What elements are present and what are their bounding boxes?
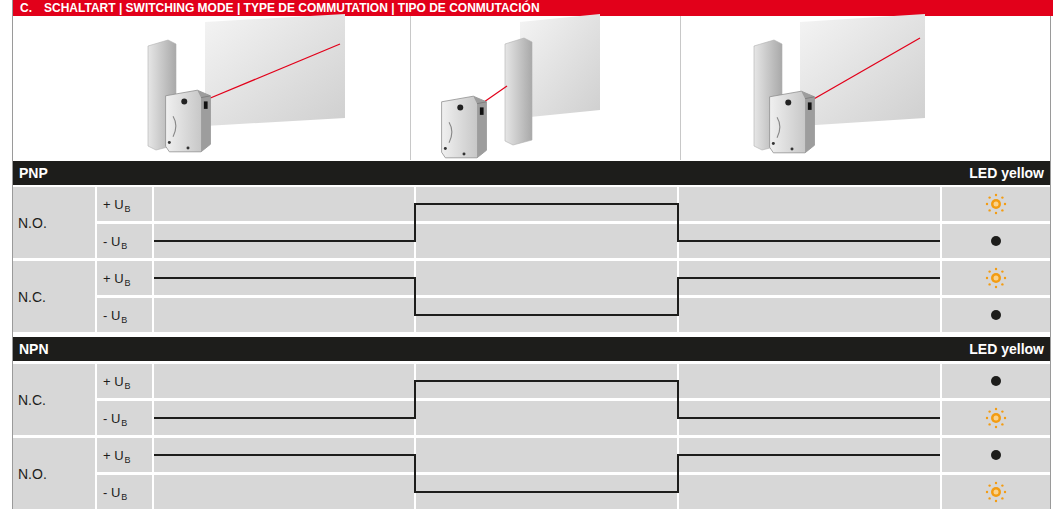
column-heading: LED yellow [969,165,1044,181]
voltage-subscript: B [121,315,127,325]
supply-level: - UB [103,234,127,249]
supply-level: - UB [103,485,127,500]
voltage-subscript: B [121,241,127,251]
output-type: N.O. [18,466,47,482]
scene-background [148,14,345,152]
header-band: NPN LED yellow [13,337,1050,361]
section-title: SCHALTART | SWITCHING MODE | TYPE DE COM… [44,0,540,16]
frame-line [12,0,13,509]
title-bar [12,0,1053,16]
voltage-subscript: B [125,455,131,465]
supply-level: + UB [103,271,131,286]
scene-background [754,14,925,153]
band-heading: NPN [19,341,49,357]
band-heading: PNP [19,165,48,181]
voltage-subscript: B [121,418,127,428]
output-type: N.O. [18,215,47,231]
header-band: PNP LED yellow [13,161,1050,185]
column-divider [680,16,681,160]
output-type: N.C. [18,289,46,305]
supply-level: + UB [103,374,131,389]
supply-level: + UB [103,197,131,212]
voltage-symbol: + U [103,197,124,212]
voltage-symbol: - U [103,308,120,323]
voltage-symbol: - U [103,234,120,249]
voltage-subscript: B [125,381,131,391]
voltage-symbol: - U [103,485,120,500]
supply-level: - UB [103,411,127,426]
voltage-symbol: - U [103,411,120,426]
output-type: N.C. [18,392,46,408]
voltage-symbol: + U [103,271,124,286]
supply-level: + UB [103,448,131,463]
voltage-subscript: B [121,492,127,502]
section-letter: C. [20,0,32,16]
table-cells [13,187,1050,509]
supply-level: - UB [103,308,127,323]
voltage-subscript: B [125,278,131,288]
scene-object [442,14,600,158]
voltage-symbol: + U [103,374,124,389]
column-heading: LED yellow [969,341,1044,357]
column-divider [410,16,411,160]
frame-line [1050,16,1051,509]
voltage-symbol: + U [103,448,124,463]
voltage-subscript: B [125,204,131,214]
